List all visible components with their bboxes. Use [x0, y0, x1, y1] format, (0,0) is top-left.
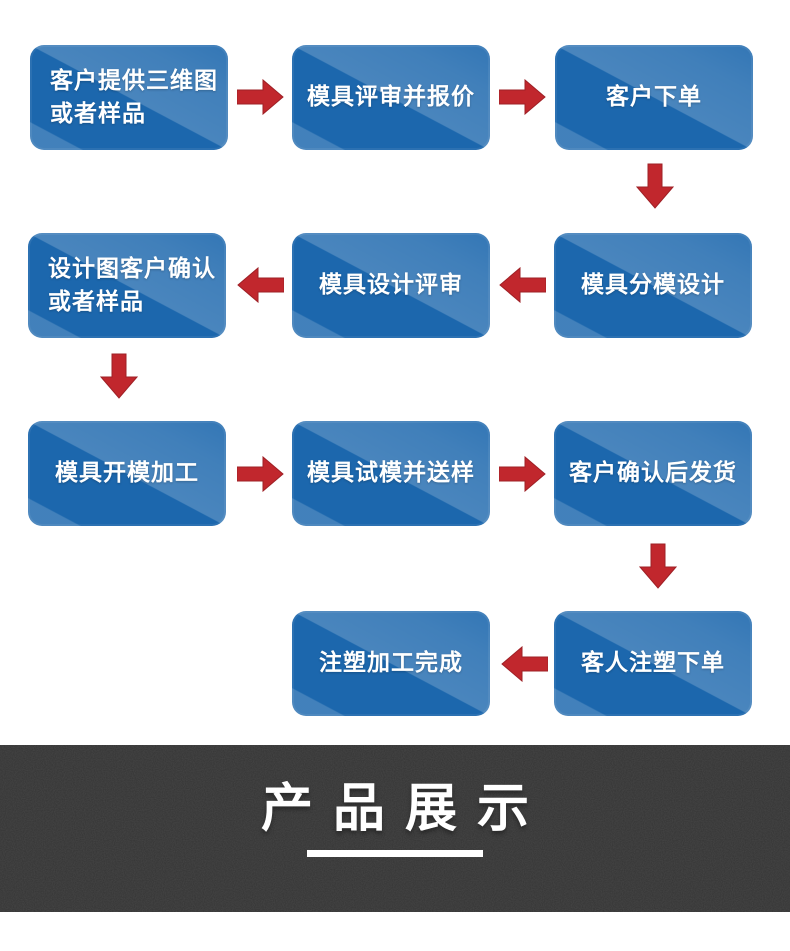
flow-box-label: 模具开模加工: [55, 460, 199, 486]
arrow-right-icon: [237, 79, 284, 115]
banner-content: 产品展示: [0, 745, 790, 912]
flow-box-mold-review-quote: 模具评审并报价: [292, 45, 490, 150]
arrow-left-icon: [499, 267, 546, 303]
flow-box-label: 模具分模设计: [581, 272, 725, 298]
arrow-down-icon: [100, 353, 138, 399]
flow-box-customer-provides-3d: 客户提供三维图 或者样品: [30, 45, 228, 150]
flow-box-label: 设计图客户确认 或者样品: [48, 255, 216, 315]
arrow-right-icon: [237, 456, 284, 492]
flow-box-injection-complete: 注塑加工完成: [292, 611, 490, 716]
flow-box-mold-trial-sample: 模具试模并送样: [292, 421, 490, 526]
flow-box-label: 模具试模并送样: [307, 460, 475, 486]
flow-box-mold-machining: 模具开模加工: [28, 421, 226, 526]
flow-box-label: 客户提供三维图 或者样品: [50, 67, 218, 127]
flow-box-design-confirm: 设计图客户确认 或者样品: [28, 233, 226, 338]
flow-box-injection-order: 客人注塑下单: [554, 611, 752, 716]
arrow-right-icon: [499, 79, 546, 115]
flow-box-label: 客户确认后发货: [569, 460, 737, 486]
arrow-down-icon: [636, 163, 674, 209]
flow-box-label: 客户下单: [606, 84, 702, 110]
arrow-left-icon: [501, 646, 548, 682]
flow-box-label: 模具设计评审: [319, 272, 463, 298]
flow-box-label: 模具评审并报价: [307, 84, 475, 110]
arrow-right-icon: [499, 456, 546, 492]
banner-underline: [307, 850, 483, 858]
product-display-banner: 产品展示: [0, 745, 790, 912]
flow-box-customer-order: 客户下单: [555, 45, 753, 150]
flow-box-label: 注塑加工完成: [319, 650, 463, 676]
flow-box-confirm-ship: 客户确认后发货: [554, 421, 752, 526]
flow-box-mold-parting-design: 模具分模设计: [554, 233, 752, 338]
banner-title: 产品展示: [260, 779, 549, 839]
flow-box-mold-design-review: 模具设计评审: [292, 233, 490, 338]
flow-box-label: 客人注塑下单: [581, 650, 725, 676]
arrow-left-icon: [237, 267, 284, 303]
arrow-down-icon: [639, 543, 677, 589]
